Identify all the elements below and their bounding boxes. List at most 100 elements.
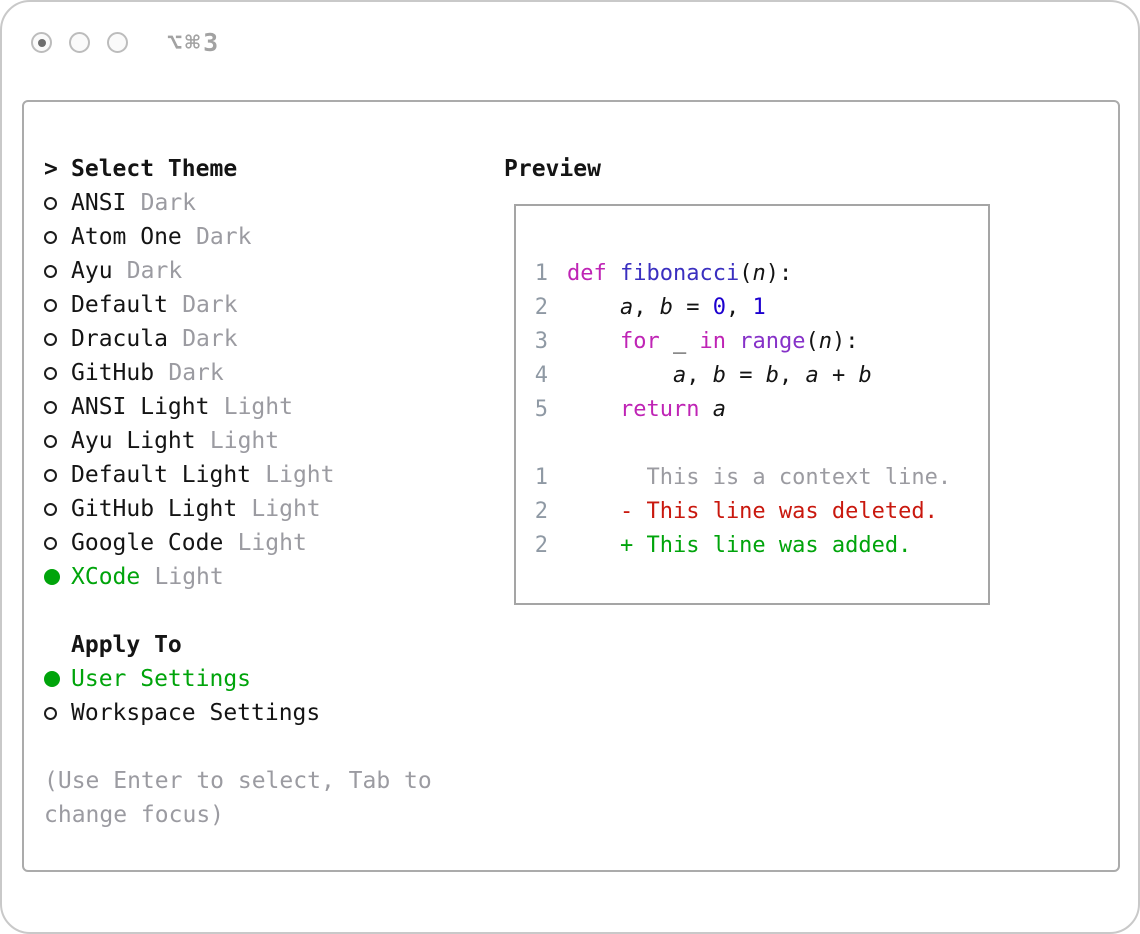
radio-icon — [44, 332, 71, 346]
radio-icon — [44, 366, 71, 380]
theme-variant: Light — [265, 462, 335, 488]
code-line: 2 - This line was deleted. — [534, 494, 988, 528]
apply-option-label: Workspace Settings — [71, 700, 321, 726]
window-hotkey-label: ⌥⌘3 — [167, 28, 222, 57]
theme-option-dracula[interactable]: Dracula Dark — [44, 322, 432, 356]
window-control-icon[interactable] — [107, 32, 128, 53]
theme-variant: Light — [209, 428, 280, 454]
theme-name: XCode — [71, 564, 141, 590]
theme-name: Dracula — [71, 326, 168, 352]
theme-variant: Light — [223, 394, 293, 420]
radio-icon — [44, 536, 71, 550]
line-number: 2 — [534, 294, 548, 320]
radio-icon — [44, 434, 71, 448]
theme-option-github-light[interactable]: GitHub Light Light — [44, 492, 432, 526]
theme-name: Atom One — [71, 224, 182, 250]
theme-option-ansi[interactable]: ANSI Dark — [44, 186, 432, 220]
theme-name: Default — [71, 292, 168, 318]
apply-option-label: User Settings — [71, 666, 252, 692]
code-line — [534, 426, 988, 460]
radio-icon — [44, 196, 71, 210]
line-number: 1 — [534, 260, 548, 286]
code-line: 3 for _ in range(n): — [534, 324, 988, 358]
theme-name: Ayu Light — [71, 428, 196, 454]
theme-option-ayu[interactable]: Ayu Dark — [44, 254, 432, 288]
theme-variant: Dark — [140, 190, 197, 216]
titlebar: ⌥⌘3 — [31, 28, 221, 57]
page-title: Select Theme — [71, 156, 238, 182]
code-line: 5 return a — [534, 392, 988, 426]
code-text: a, b = 0, 1 — [619, 294, 766, 320]
theme-name: Google Code — [71, 530, 224, 556]
radio-selected-icon — [44, 671, 71, 687]
radio-icon — [44, 298, 71, 312]
theme-variant: Dark — [168, 360, 224, 386]
preview-title: Preview — [504, 156, 601, 182]
theme-name: Default Light — [71, 462, 252, 488]
theme-option-atom-one[interactable]: Atom One Dark — [44, 220, 432, 254]
theme-option-google-code[interactable]: Google Code Light — [44, 526, 432, 560]
line-number: 2 — [534, 532, 548, 558]
section-title: Apply To — [71, 632, 182, 658]
help-text-line-1: (Use Enter to select, Tab to — [44, 768, 432, 794]
code-text: return a — [619, 396, 726, 422]
cursor-prefix: > — [44, 156, 58, 182]
help-text-line-2: change focus) — [44, 802, 225, 828]
code-line: 1 def fibonacci(n): — [534, 256, 988, 290]
line-number: 4 — [534, 362, 548, 388]
apply-option-user-settings[interactable]: User Settings — [44, 662, 432, 696]
theme-name: GitHub Light — [71, 496, 238, 522]
code-line: 1 This is a context line. — [534, 460, 988, 494]
radio-icon — [44, 230, 71, 244]
theme-variant: Dark — [126, 258, 183, 284]
theme-option-ayu-light[interactable]: Ayu Light Light — [44, 424, 432, 458]
focus-dot-icon — [37, 38, 46, 47]
radio-icon — [44, 468, 71, 482]
code-line: 2 a, b = 0, 1 — [534, 290, 988, 324]
line-number: 1 — [534, 464, 548, 490]
radio-icon — [44, 706, 71, 720]
code-text: + This line was added. — [567, 532, 912, 558]
window-control-icon[interactable] — [69, 32, 90, 53]
theme-option-ansi-light[interactable]: ANSI Light Light — [44, 390, 432, 424]
theme-variant: Dark — [182, 292, 238, 318]
radio-icon — [44, 264, 71, 278]
code-text: This is a context line. — [567, 464, 952, 490]
radio-selected-icon — [44, 569, 71, 585]
line-number: 3 — [534, 328, 548, 354]
theme-option-default[interactable]: Default Dark — [44, 288, 432, 322]
spacer — [44, 730, 432, 764]
theme-option-default-light[interactable]: Default Light Light — [44, 458, 432, 492]
select-theme-title: > Select Theme — [44, 152, 432, 186]
theme-variant: Light — [237, 530, 307, 556]
code-text: def fibonacci(n): — [567, 260, 793, 286]
radio-icon — [44, 502, 71, 516]
theme-variant: Dark — [182, 326, 238, 352]
code-text: a, b = b, a + b — [672, 362, 872, 388]
spacer — [44, 594, 432, 628]
code-line: 2 + This line was added. — [534, 528, 988, 562]
line-number: 5 — [534, 396, 548, 422]
theme-variant: Light — [251, 496, 321, 522]
line-number: 2 — [534, 498, 548, 524]
theme-option-github[interactable]: GitHub Dark — [44, 356, 432, 390]
code-line: 4 a, b = b, a + b — [534, 358, 988, 392]
theme-name: Ayu — [71, 258, 113, 284]
theme-option-xcode[interactable]: XCode Light — [44, 560, 432, 594]
theme-variant: Light — [154, 564, 224, 590]
theme-name: ANSI — [71, 190, 127, 216]
code-text: - This line was deleted. — [567, 498, 938, 524]
theme-variant: Dark — [196, 224, 252, 250]
apply-to-title: Apply To — [44, 628, 432, 662]
apply-option-workspace-settings[interactable]: Workspace Settings — [44, 696, 432, 730]
theme-name: ANSI Light — [71, 394, 210, 420]
radio-icon — [44, 400, 71, 414]
window-control-icon[interactable] — [31, 32, 52, 53]
theme-name: GitHub — [71, 360, 155, 386]
